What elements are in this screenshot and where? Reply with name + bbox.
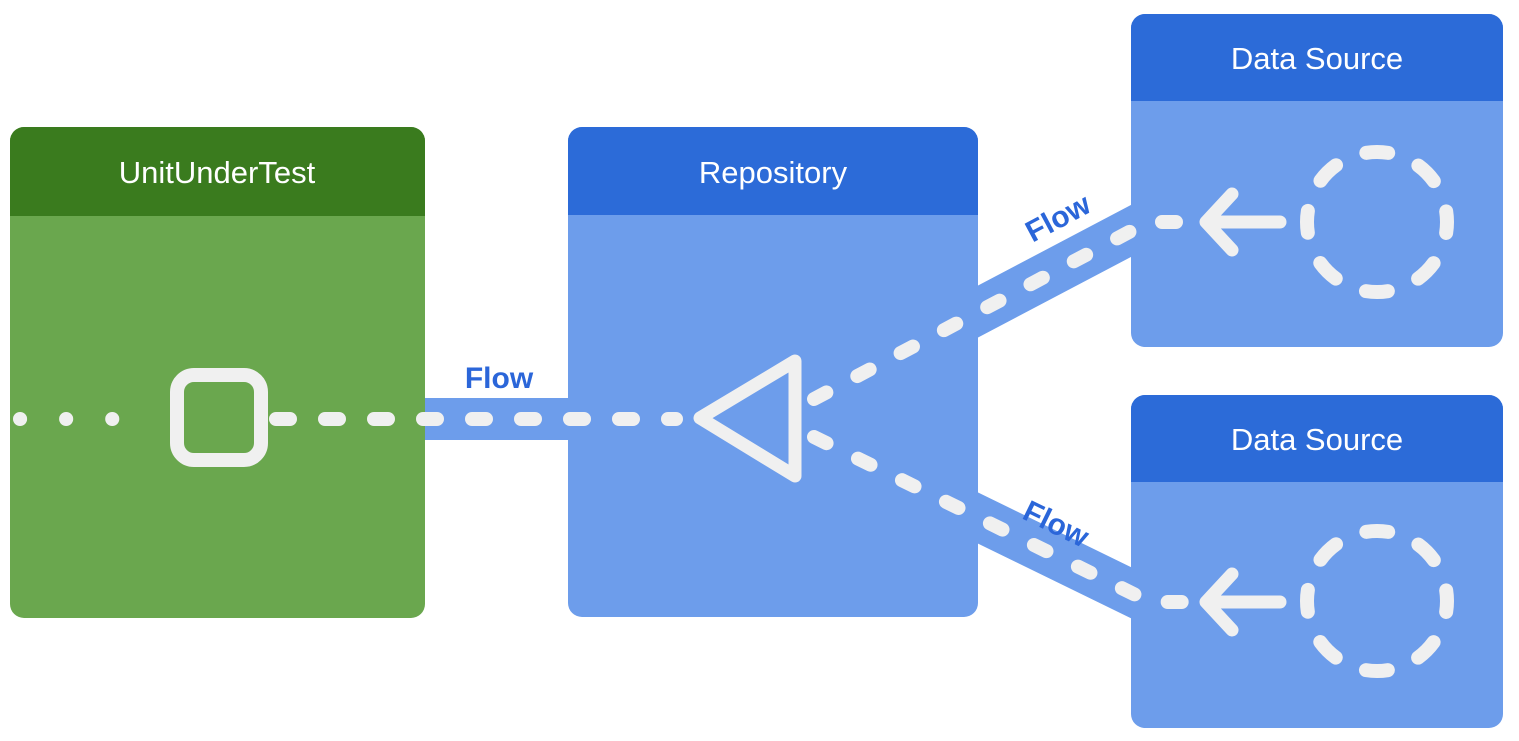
- square-port-icon: [170, 368, 268, 467]
- flow-dash-lines: [13, 215, 1197, 609]
- dashed-circle-icon-bottom: [1300, 524, 1454, 678]
- dashed-circle-icon-top: [1300, 145, 1454, 299]
- repository-title: Repository: [699, 155, 848, 190]
- unit-under-test-title: UnitUnderTest: [119, 155, 316, 190]
- dashed-line-bottom: [807, 430, 1197, 609]
- dashed-line-top: [807, 215, 1197, 406]
- data-source-top-title: Data Source: [1231, 41, 1403, 76]
- data-source-top-header: [1131, 14, 1503, 101]
- repository-box: [568, 127, 978, 617]
- left-arrow-icon-bottom: [1199, 567, 1287, 637]
- left-arrow-icon-top: [1199, 187, 1287, 257]
- flow-label-left: Flow: [465, 362, 534, 395]
- data-source-bottom-title: Data Source: [1231, 422, 1403, 457]
- diagram-icons: [170, 145, 1454, 678]
- triangle-merge-icon: [693, 354, 802, 483]
- repository-header: [568, 127, 978, 215]
- unit-under-test-header: [10, 127, 425, 216]
- data-source-bottom-header: [1131, 395, 1503, 482]
